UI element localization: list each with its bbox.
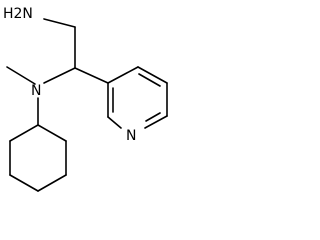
bond-amine-ch2	[43, 18, 76, 28]
bond-ch-pyridine	[74, 67, 109, 84]
bond-nitrogen-methyl	[6, 66, 36, 85]
cyclohexane-bond	[9, 124, 39, 142]
chemical-structure-diagram: H2N N N	[3, 6, 168, 192]
pyridine-double-bond	[138, 73, 161, 87]
bond-ch-tertiary-nitrogen	[43, 67, 76, 84]
pyridine-double-bond	[145, 112, 161, 122]
pyridine-bond	[107, 66, 139, 84]
pyridine-bond	[137, 66, 168, 84]
cyclohexane-bond	[37, 174, 67, 192]
cyclohexane-bond	[37, 124, 67, 142]
tertiary-nitrogen-label: N	[31, 83, 41, 99]
pyridine-nitrogen-label: N	[126, 128, 136, 144]
cyclohexane-bond	[9, 174, 39, 192]
pyridine-bond	[107, 116, 122, 129]
amine-label: H2N	[3, 6, 33, 22]
pyridine-bond	[144, 115, 168, 129]
